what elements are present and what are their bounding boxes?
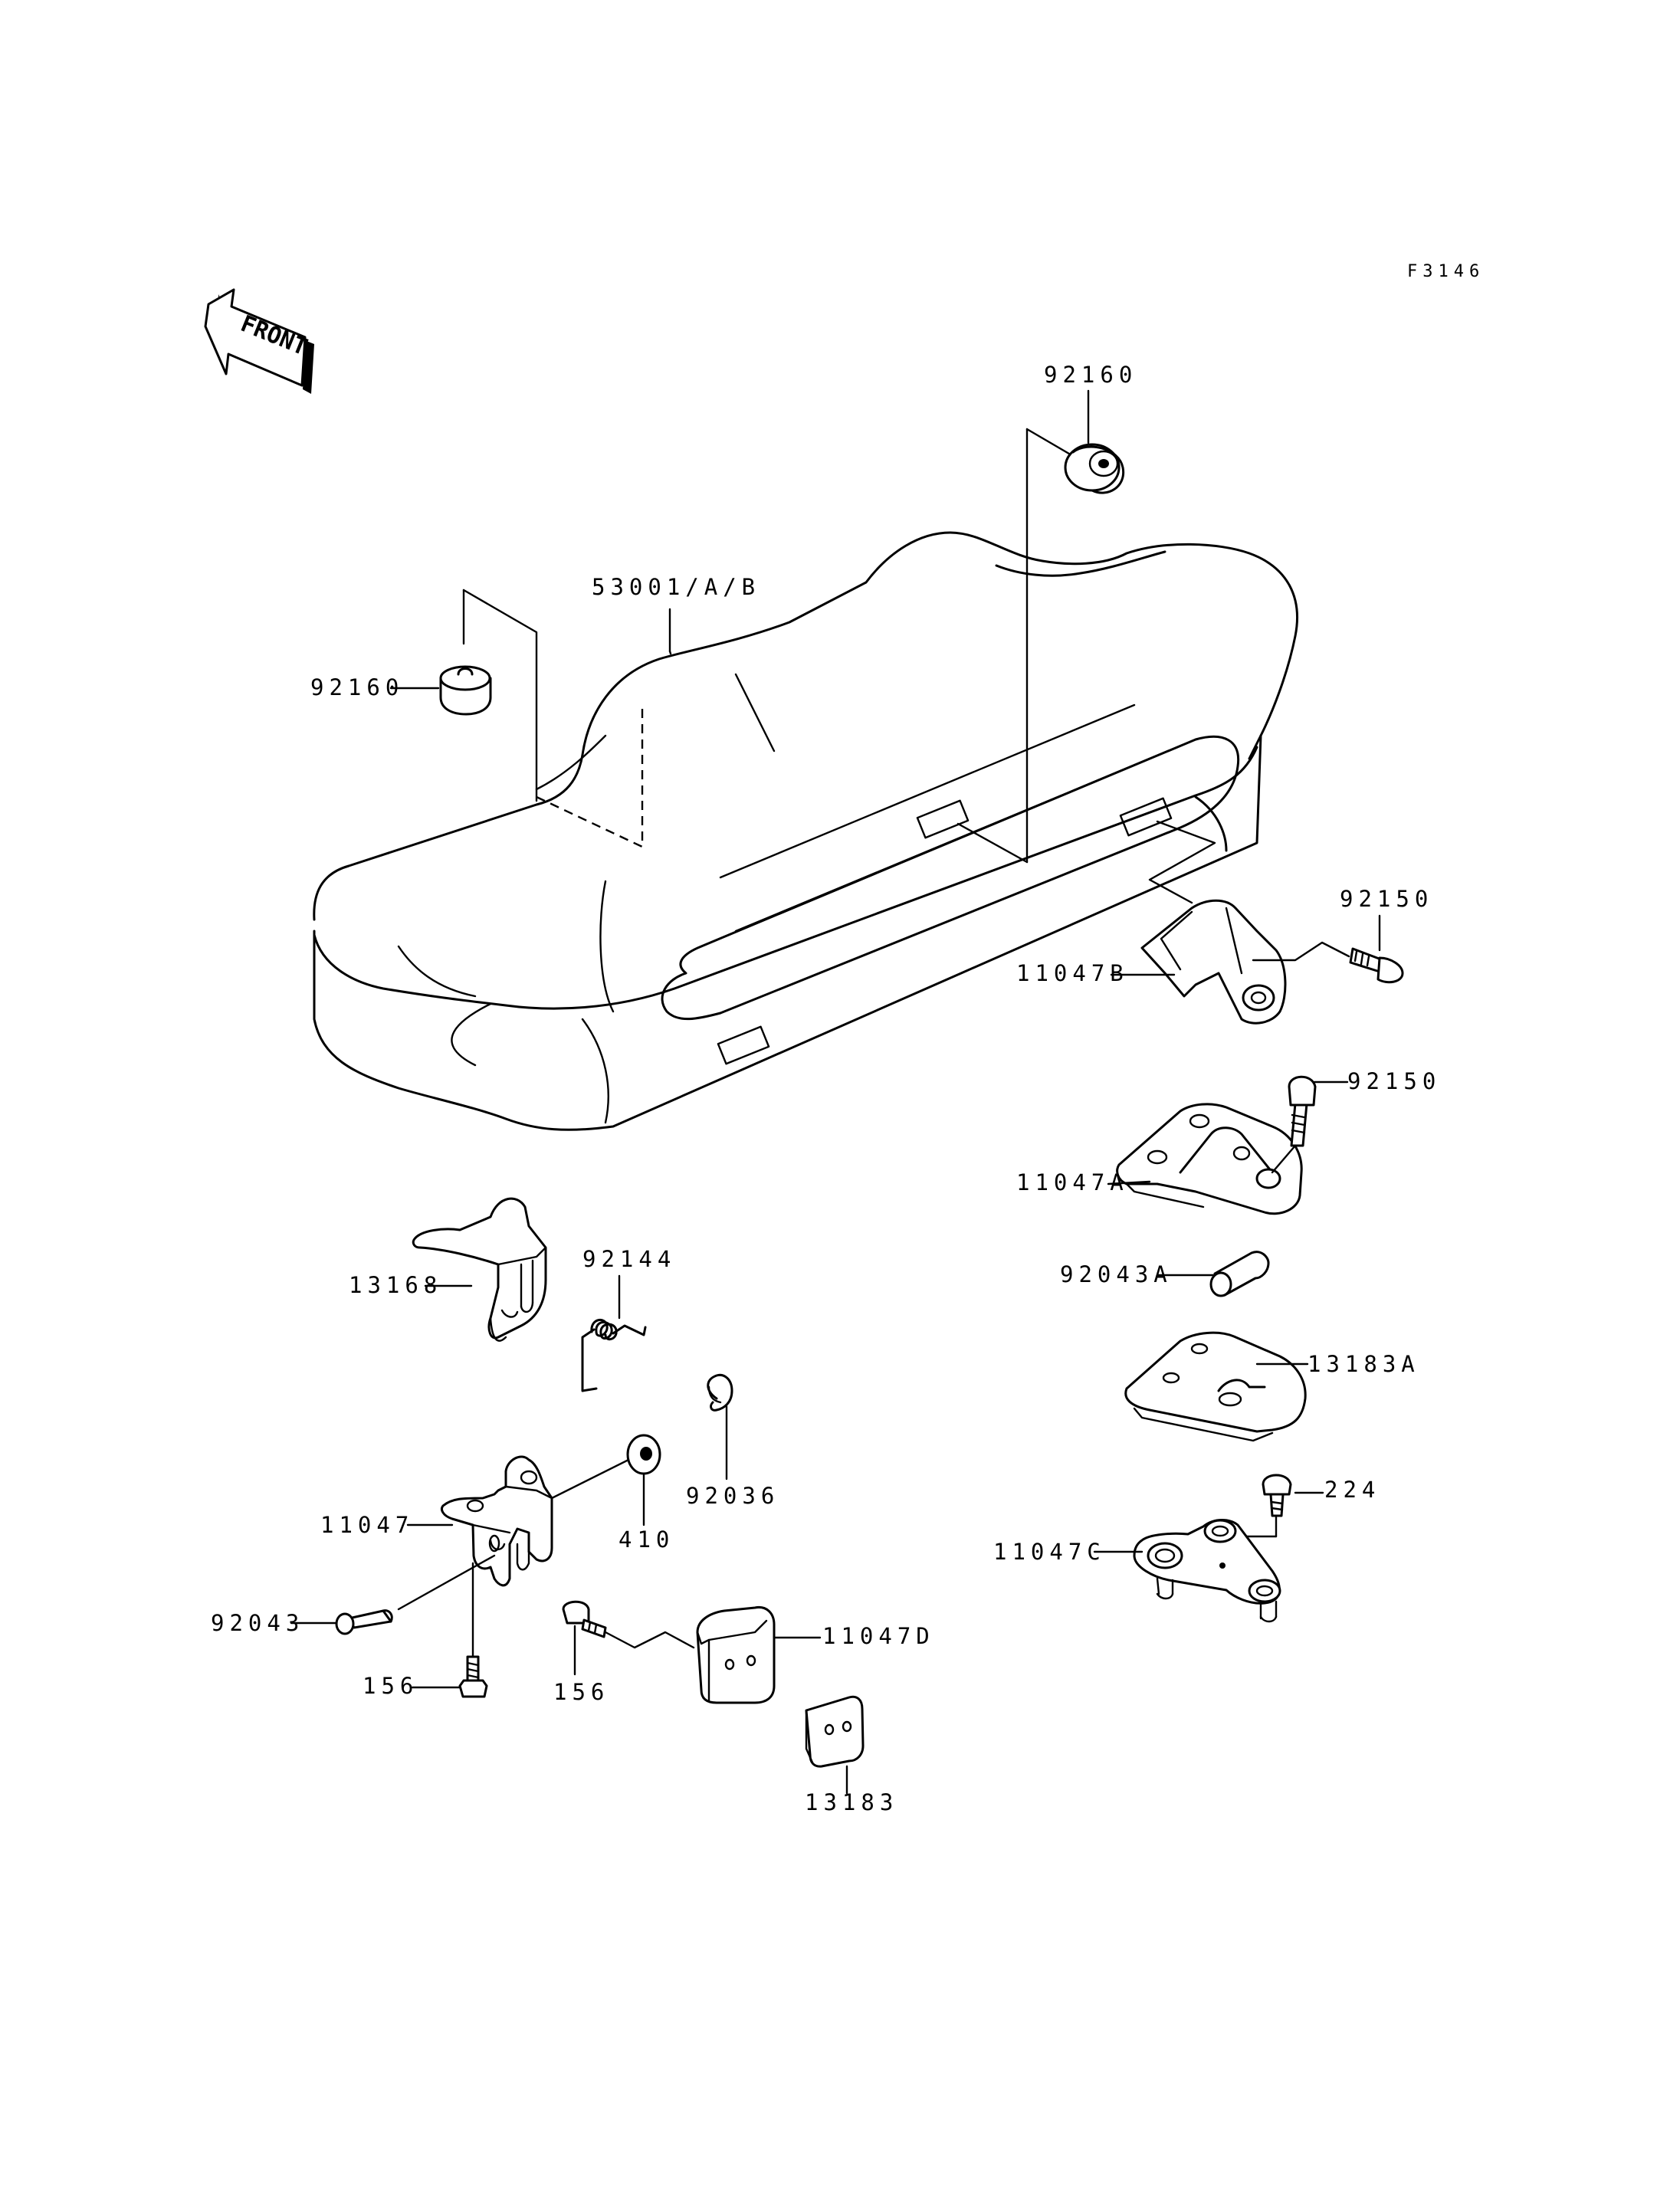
bracket-c-icon bbox=[1133, 1516, 1281, 1623]
bracket-a-icon bbox=[1116, 1103, 1303, 1215]
seat-leaders bbox=[462, 428, 1216, 904]
screw-icon bbox=[1262, 1474, 1292, 1517]
label-collar: 92043 bbox=[211, 1610, 304, 1636]
label-washer: 410 bbox=[619, 1526, 674, 1553]
label-spring: 92144 bbox=[582, 1246, 676, 1272]
label-bracket: 11047 bbox=[320, 1512, 414, 1538]
circlip-icon bbox=[707, 1373, 733, 1412]
label-latch: 13168 bbox=[349, 1272, 442, 1298]
bolt-a-icon bbox=[1271, 1075, 1317, 1174]
collar-a-icon bbox=[1209, 1251, 1270, 1297]
bolt-right-icon bbox=[562, 1600, 695, 1649]
label-bracket-c: 11047C bbox=[993, 1539, 1106, 1565]
label-circlip: 92036 bbox=[686, 1483, 779, 1509]
label-bracket-a: 11047A bbox=[1016, 1169, 1129, 1195]
bracket-icon bbox=[441, 1455, 630, 1587]
label-bolt-a: 92150 bbox=[1347, 1068, 1441, 1094]
washer-icon bbox=[626, 1434, 661, 1475]
label-damper-front: 92160 bbox=[310, 674, 404, 700]
bracket-d-icon bbox=[696, 1605, 776, 1704]
figure-code: F3146 bbox=[1407, 262, 1485, 281]
label-screw: 224 bbox=[1324, 1477, 1380, 1503]
bolt-left-icon bbox=[458, 1562, 488, 1698]
spring-icon bbox=[581, 1319, 647, 1392]
label-bolt-b: 92150 bbox=[1340, 886, 1433, 912]
label-damper-rear: 92160 bbox=[1044, 362, 1137, 388]
seat-icon bbox=[313, 531, 1298, 1131]
plate-icon bbox=[805, 1695, 865, 1768]
damper-front-icon bbox=[439, 665, 492, 716]
label-bolt-left: 156 bbox=[363, 1673, 418, 1699]
label-bracket-b: 11047B bbox=[1016, 960, 1129, 986]
damper-icon bbox=[1064, 443, 1125, 494]
label-plate-a: 13183A bbox=[1308, 1351, 1420, 1377]
plate-a-icon bbox=[1124, 1331, 1307, 1442]
collar-icon bbox=[335, 1554, 496, 1635]
label-plate: 13183 bbox=[805, 1789, 898, 1815]
label-seat: 53001/A/B bbox=[592, 574, 760, 600]
bracket-b-icon bbox=[1140, 899, 1287, 1025]
latch-icon bbox=[412, 1197, 547, 1342]
label-collar-a: 92043A bbox=[1060, 1261, 1173, 1287]
label-bolt-right: 156 bbox=[553, 1679, 609, 1705]
label-bracket-d: 11047D bbox=[822, 1623, 935, 1649]
bolt-b-icon bbox=[1252, 941, 1404, 984]
front-arrow-icon: FRONT bbox=[204, 288, 314, 394]
